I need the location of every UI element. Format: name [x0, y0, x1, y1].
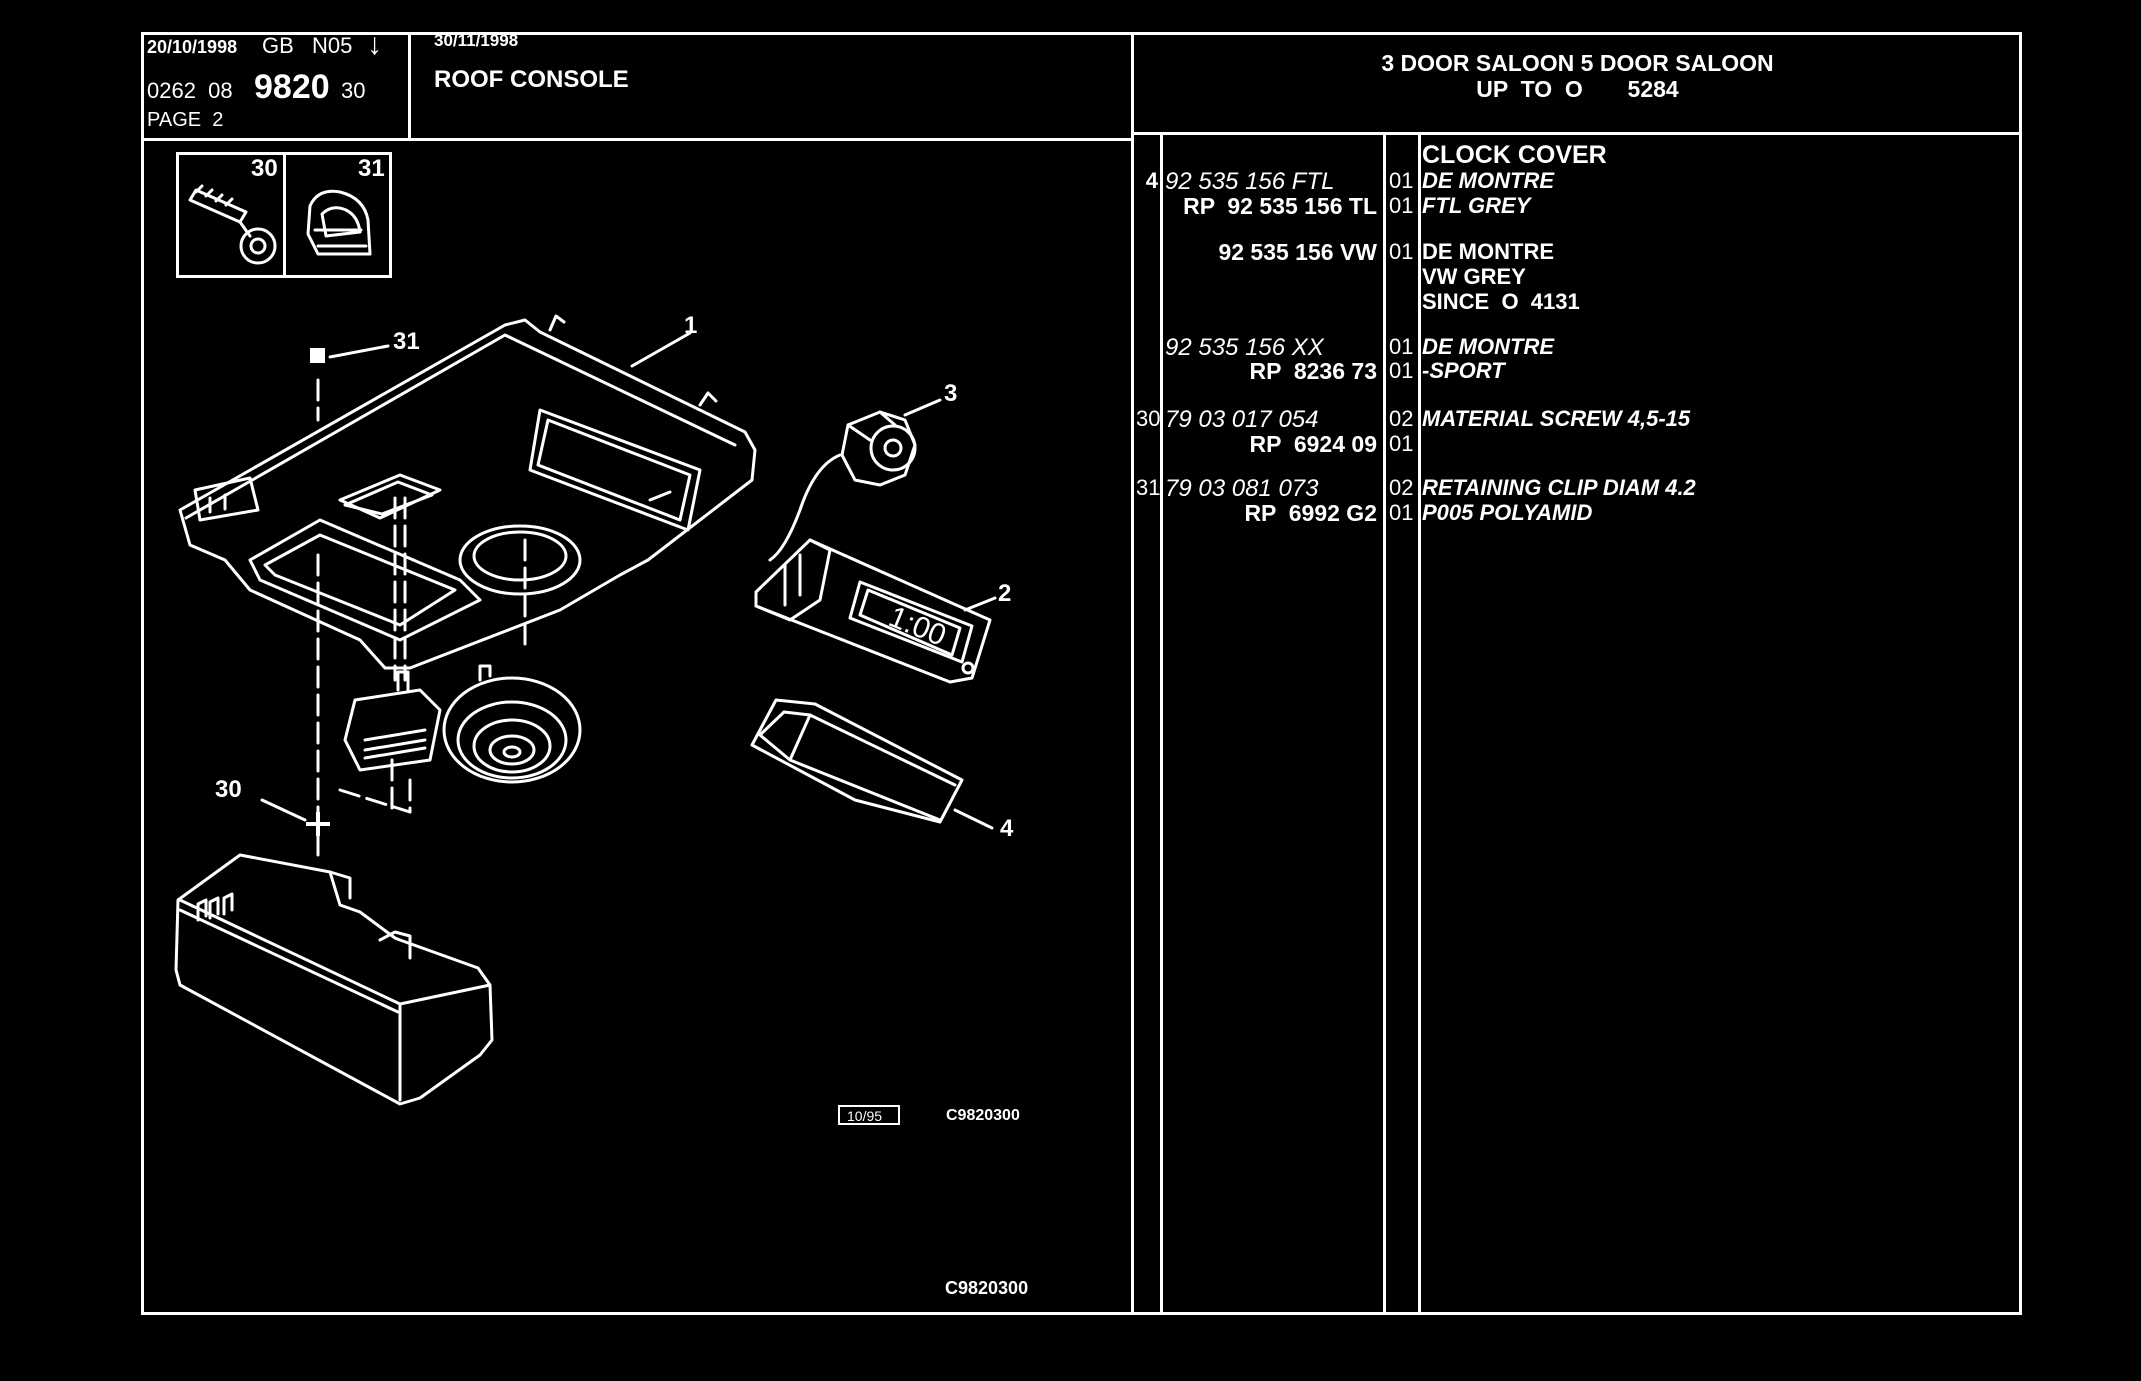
drawing-code: C9820300: [945, 1278, 1029, 1298]
models-line-1: 3 DOOR SALOON 5 DOOR SALOON: [1381, 50, 1774, 76]
clock-cover: [750, 698, 964, 824]
header-page: PAGE 2: [147, 109, 224, 131]
row-part: 92 535 156 FTL: [1165, 168, 1335, 195]
row-desc: MATERIAL SCREW 4,5-15: [1422, 406, 1691, 431]
row-code: 01: [1389, 500, 1414, 525]
clip-icon: [306, 189, 372, 256]
row-part: 79 03 081 073: [1165, 475, 1319, 502]
speaker: [442, 664, 582, 784]
row-code: 01: [1389, 168, 1414, 193]
row-part: RP 8236 73: [1249, 358, 1377, 384]
clip-marker: [310, 348, 325, 363]
row-desc: -SPORT: [1422, 358, 1505, 383]
header-date-2: 30/11/1998: [434, 31, 519, 50]
header-divider-left: [141, 138, 1133, 141]
lamp-cover: [174, 853, 494, 1106]
inset-divider: [283, 152, 286, 278]
callout-leaders: [260, 331, 997, 830]
assembly-leader-lines: [316, 378, 527, 862]
callout-31: 31: [393, 328, 420, 355]
header-ref-prefix: 0262 08: [147, 78, 233, 103]
row-code: 01: [1389, 239, 1414, 264]
row-part: 79 03 017 054: [1165, 406, 1319, 433]
callout-4: 4: [1000, 815, 1014, 842]
arrow-down-icon: ↓: [367, 28, 382, 61]
header-separator: [408, 32, 411, 140]
row-code: 02: [1389, 475, 1414, 500]
page-frame: [141, 32, 2022, 1315]
row-qty: 31: [1136, 475, 1161, 500]
row-desc: RETAINING CLIP DIAM 4.2: [1422, 475, 1696, 500]
row-desc: FTL GREY: [1422, 193, 1531, 218]
parts-qty-divider: [1160, 134, 1163, 1315]
row-code: 01: [1389, 431, 1414, 456]
row-desc: P005 POLYAMID: [1422, 500, 1593, 525]
parts-code-divider-b: [1418, 134, 1421, 1315]
row-part: RP 6992 G2: [1244, 500, 1377, 526]
parts-code-divider-a: [1383, 134, 1386, 1315]
roof-console-outline: [178, 314, 757, 670]
callout-3: 3: [944, 380, 958, 407]
row-code: 01: [1389, 193, 1414, 218]
inset-label-31: 31: [358, 155, 385, 182]
row-part: RP 92 535 156 TL: [1183, 193, 1377, 219]
light-unit: [343, 670, 442, 772]
header-divider-right: [1133, 132, 2022, 135]
row-code: 01: [1389, 334, 1414, 359]
header-gb: GB: [262, 33, 294, 58]
clock-unit: [754, 538, 992, 684]
inset-label-30: 30: [251, 155, 278, 182]
row-qty: 30: [1136, 406, 1161, 431]
bulb-holder: [768, 410, 917, 562]
header-ref-suffix: 30: [341, 78, 366, 103]
header-date-1: 20/10/1998: [147, 37, 238, 57]
screw-icon: [188, 184, 277, 265]
page-title: ROOF CONSOLE: [434, 66, 629, 93]
stamp-code: C9820300: [946, 1107, 1020, 1124]
stamp-date: 10/95: [847, 1108, 883, 1124]
callout-30: 30: [215, 776, 242, 803]
row-part: 92 535 156 VW: [1218, 239, 1377, 265]
stamp-box: [838, 1105, 900, 1125]
section-title: CLOCK COVER: [1422, 141, 1607, 169]
row-desc: DE MONTRE: [1422, 239, 1554, 264]
row-desc: SINCE O 4131: [1422, 289, 1580, 314]
row-code: 02: [1389, 406, 1414, 431]
main-column-divider: [1131, 32, 1134, 1315]
screw-marker: [306, 812, 330, 836]
header-ref-main: 9820: [254, 68, 330, 106]
callout-2: 2: [998, 580, 1012, 607]
row-desc: DE MONTRE: [1422, 168, 1554, 193]
row-part: 92 535 156 XX: [1165, 334, 1324, 361]
row-code: 01: [1389, 358, 1414, 383]
row-qty: 4: [1145, 168, 1158, 193]
header-n05: N05: [312, 33, 353, 58]
row-part: RP 6924 09: [1249, 431, 1377, 457]
row-desc: DE MONTRE: [1422, 334, 1554, 359]
callout-1: 1: [684, 312, 698, 339]
row-desc: VW GREY: [1422, 264, 1526, 289]
models-line-2: UP TO O 5284: [1476, 76, 1679, 102]
